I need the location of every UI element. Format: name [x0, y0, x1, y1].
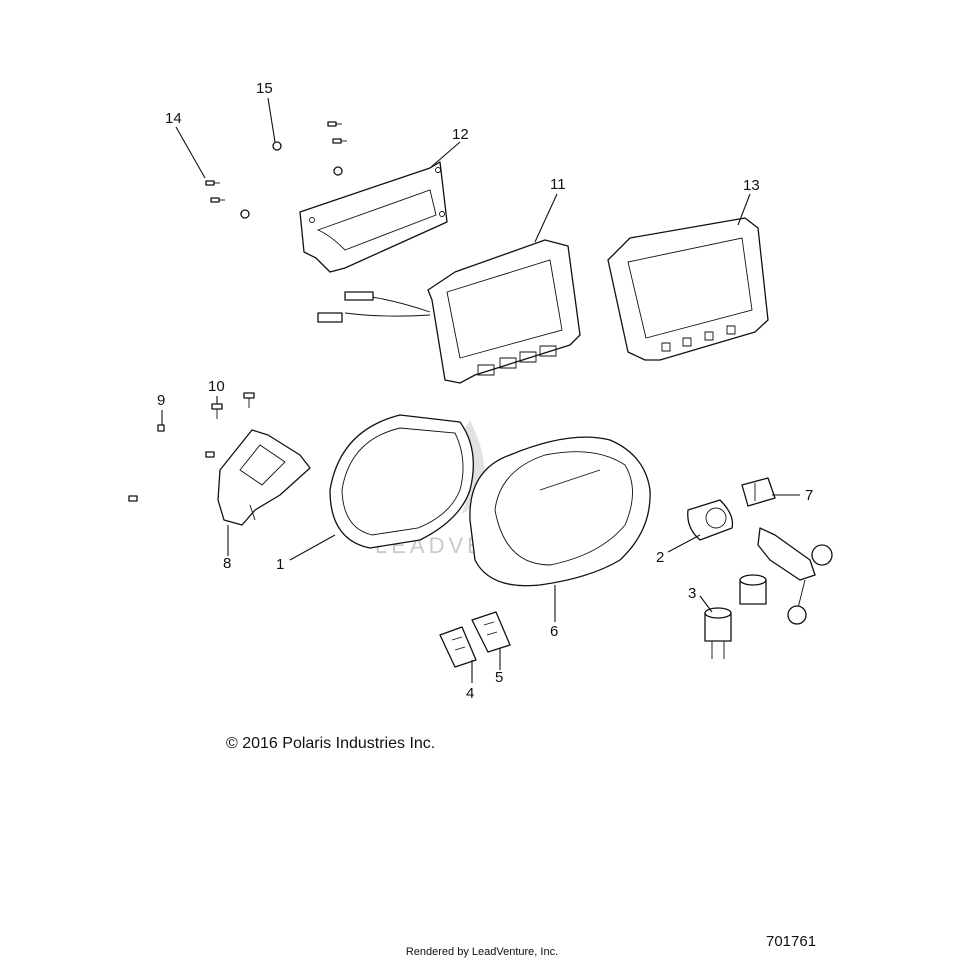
- leader-lines: [161, 97, 800, 683]
- diagram-number: 701761: [766, 933, 817, 950]
- callout-6: 6: [550, 623, 558, 640]
- callout-1: 1: [276, 556, 284, 573]
- display-unit: [607, 217, 769, 361]
- ignition-switch: [687, 499, 734, 541]
- callout-15: 15: [256, 80, 273, 97]
- mounting-bracket: [299, 161, 448, 273]
- cluster-cover: [469, 436, 651, 587]
- callout-5: 5: [495, 669, 503, 686]
- display-with-buttons: [317, 239, 581, 384]
- rocker-switch-7: [741, 477, 776, 507]
- rendered-by-credit: Rendered by LeadVenture, Inc.: [405, 946, 559, 958]
- callout-labels: 1 2 3 4 5 6 7 8 9 10 11 12 13 14 15: [157, 80, 813, 702]
- bolts-and-bracket: [128, 392, 311, 526]
- copyright-notice: © 2016 Polaris Industries Inc.: [226, 735, 436, 752]
- callout-7: 7: [805, 487, 813, 504]
- power-outlets: [704, 527, 833, 659]
- callout-12: 12: [452, 126, 469, 143]
- callout-13: 13: [743, 177, 760, 194]
- callout-4: 4: [466, 685, 474, 702]
- callout-9: 9: [157, 392, 165, 409]
- bezel-ring: [329, 414, 474, 549]
- callout-11: 11: [550, 176, 566, 193]
- screws-top: [205, 121, 347, 219]
- callout-3: 3: [688, 585, 696, 602]
- callout-2: 2: [656, 549, 664, 566]
- callout-10: 10: [208, 378, 225, 395]
- callout-8: 8: [223, 555, 231, 572]
- callout-14: 14: [165, 110, 182, 127]
- switches-4-5: [439, 611, 511, 668]
